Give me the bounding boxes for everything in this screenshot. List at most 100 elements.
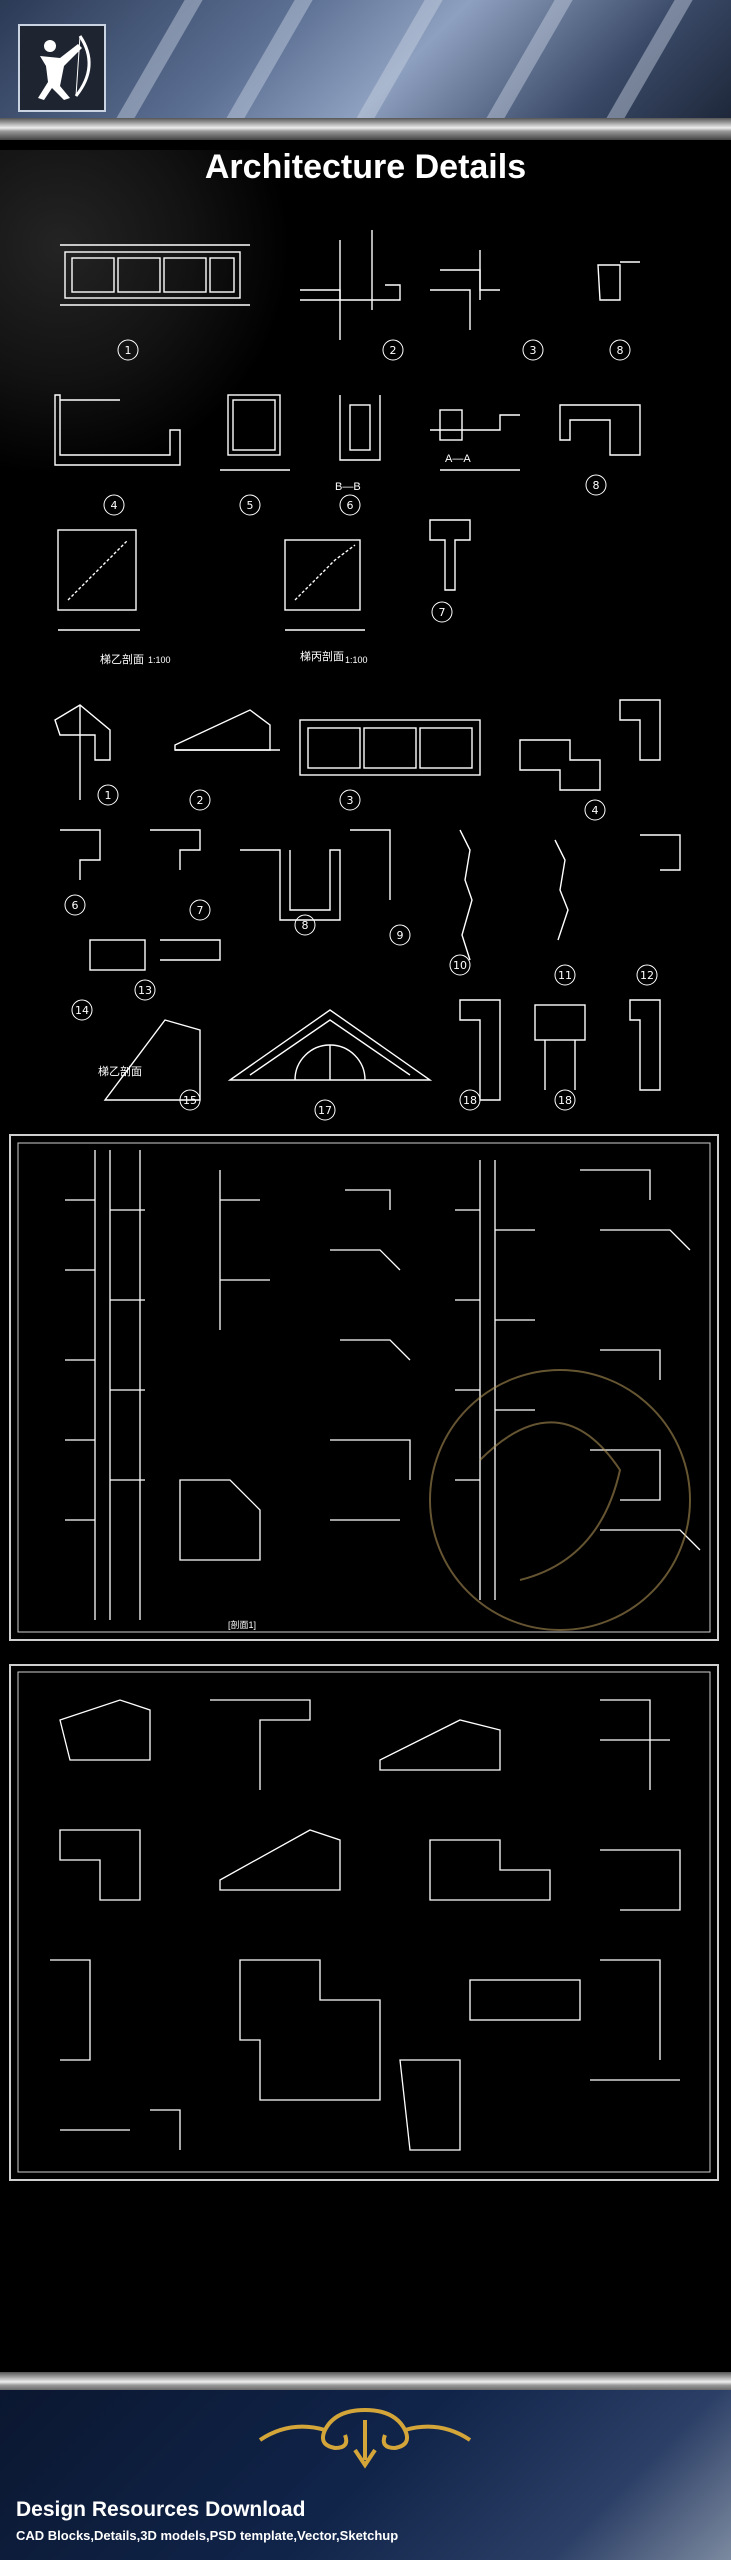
- detail-baluster-2: [554, 834, 681, 941]
- detail-number: 18: [463, 1094, 477, 1107]
- detail-rail: [534, 1004, 586, 1090]
- footer-banner: [0, 2390, 731, 2560]
- detail-number-circle: [554, 1089, 576, 1111]
- detail-wall-section: [300, 230, 401, 340]
- label-aa: A—A: [445, 453, 471, 465]
- detail-baluster-1: [350, 829, 473, 961]
- detail-number: 4: [111, 499, 118, 512]
- detail-number: 3: [347, 794, 354, 807]
- detail-number-circle: [71, 999, 93, 1021]
- detail-number: 2: [390, 344, 397, 357]
- detail-number: 11: [558, 969, 572, 982]
- detail-number-circle: [585, 474, 607, 496]
- detail-bb: [339, 395, 381, 461]
- detail-aa: [430, 409, 520, 471]
- detail-number: 4: [592, 804, 599, 817]
- header-banner: [0, 0, 731, 126]
- detail-gable-pediment: [227, 1009, 433, 1081]
- detail-number: 10: [453, 959, 467, 972]
- detail-number-circle: [189, 899, 211, 921]
- label-section-a2: 梯乙剖面: [100, 652, 144, 666]
- detail-number-circle: [459, 1089, 481, 1111]
- footer-subtitle: CAD Blocks,Details,3D models,PSD templat…: [16, 2528, 399, 2543]
- detail-number-circle: [97, 784, 119, 806]
- gold-swirl-ornament-icon: [258, 2408, 472, 2469]
- detail-corner: [430, 250, 500, 330]
- detail-number: 1: [105, 789, 112, 802]
- section-details-right: [580, 1169, 701, 1551]
- sheet2-row2: [59, 1829, 681, 1911]
- detail-number: 3: [530, 344, 537, 357]
- detail-roof-slope: [174, 709, 280, 751]
- label-bb: B—B: [335, 481, 361, 493]
- detail-number: 17: [318, 1104, 332, 1117]
- label-section-a: 梯乙剖面: [98, 1064, 142, 1078]
- detail-number: 8: [593, 479, 600, 492]
- detail-number: 14: [75, 1004, 89, 1017]
- detail-number: 13: [138, 984, 152, 997]
- sheet-frame-1: [9, 1134, 719, 1641]
- label-section-b: 梯丙剖面: [300, 649, 344, 663]
- detail-window-row: [299, 719, 481, 776]
- detail-number: 1: [125, 344, 132, 357]
- detail-window-elevation: [60, 244, 250, 306]
- detail-cornice: [519, 699, 661, 791]
- detail-number: 6: [347, 499, 354, 512]
- detail-number-circle: [584, 799, 606, 821]
- detail-number-circle: [339, 789, 361, 811]
- detail-post: [459, 999, 501, 1101]
- detail-number-circle: [431, 601, 453, 623]
- detail-wall-end: [629, 999, 661, 1091]
- detail-eave-1: [54, 704, 111, 800]
- detail-shed: [103, 1019, 201, 1101]
- detail-parapet: [597, 261, 640, 301]
- sheet-frame-2: [9, 1664, 719, 2181]
- detail-number-circle: [389, 924, 411, 946]
- wall-section-tall-2: [455, 1160, 535, 1600]
- metal-divider-bar: [0, 118, 731, 140]
- detail-number: 6: [72, 899, 79, 912]
- archer-logo-icon: [18, 24, 106, 112]
- detail-number-circle: [314, 1099, 336, 1121]
- wall-section-tall-1: [65, 1150, 145, 1620]
- detail-small-2: [150, 829, 201, 870]
- detail-number-circle: [294, 914, 316, 936]
- detail-number-circle: [64, 894, 86, 916]
- detail-number: 15: [183, 1094, 197, 1107]
- detail-number: 12: [640, 969, 654, 982]
- cad-drawing-sheet: 梯乙剖面 梯丙剖面 梯乙剖面 1:100 1:100 B—B A—A [剖面1]…: [9, 230, 719, 2181]
- damask-ornament: [0, 150, 300, 470]
- detail-number-circle: [522, 339, 544, 361]
- metal-divider-bar: [0, 2372, 731, 2394]
- detail-frame: [240, 849, 341, 921]
- detail-number-circle: [382, 339, 404, 361]
- detail-number-circle: [636, 964, 658, 986]
- detail-number-circle: [449, 954, 471, 976]
- sheet2-row1: [59, 1699, 670, 1790]
- detail-number: 18: [558, 1094, 572, 1107]
- detail-small-row6: [89, 939, 221, 971]
- stair-section-b: [284, 539, 365, 631]
- page-title: Architecture Details: [204, 148, 527, 186]
- detail-number-circle: [134, 979, 156, 1001]
- detail-small-1: [60, 829, 101, 880]
- detail-number: 7: [439, 606, 446, 619]
- detail-overhang: [559, 404, 641, 456]
- detail-number: 9: [397, 929, 404, 942]
- label-scale-b: 1:100: [345, 655, 368, 665]
- section-details-mid: [179, 1170, 411, 1561]
- detail-number-circle: [117, 339, 139, 361]
- watermark-archer-icon: [429, 1369, 691, 1631]
- stair-section-a: [57, 529, 140, 631]
- detail-number: 2: [197, 794, 204, 807]
- detail-number-circle: [339, 494, 361, 516]
- detail-number-circle: [239, 494, 261, 516]
- detail-box-section: [220, 394, 290, 471]
- detail-number: 8: [302, 919, 309, 932]
- detail-column: [429, 519, 471, 591]
- footer-title: Design Resources Download: [16, 2498, 306, 2521]
- detail-number-circle: [189, 789, 211, 811]
- detail-number-circle: [179, 1089, 201, 1111]
- detail-gutter: [54, 394, 181, 466]
